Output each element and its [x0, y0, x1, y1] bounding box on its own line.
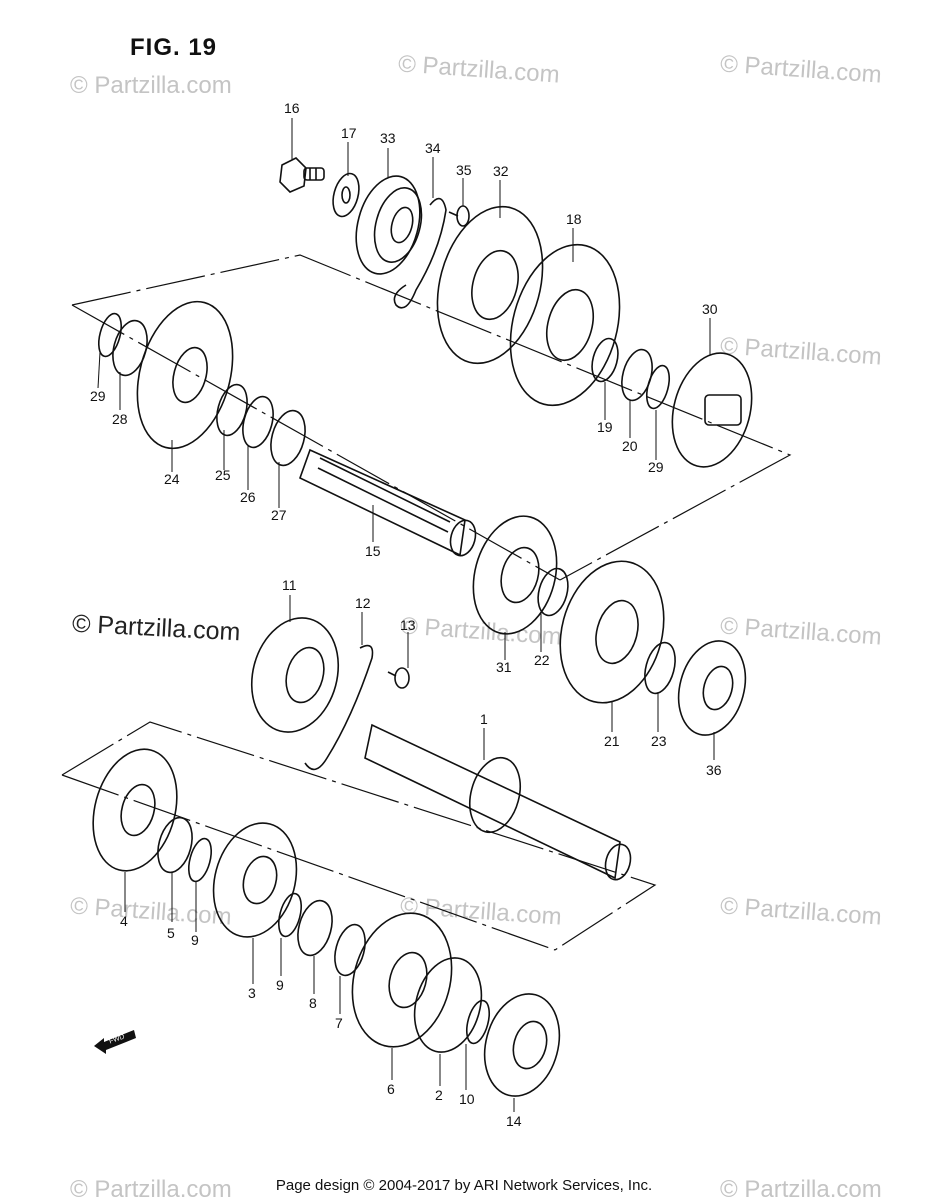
group-outline-lower: [61, 721, 657, 951]
callout-10: 10: [459, 1091, 475, 1107]
callout-6: 6: [387, 1081, 395, 1097]
part-gear-2: [413, 957, 483, 1053]
part-washer-8: [297, 899, 333, 957]
part-bushing-22: [537, 567, 569, 617]
part-gear-30: [671, 352, 753, 468]
group-outline-upper: [71, 254, 792, 581]
callout-13: 13: [400, 617, 416, 633]
part-circlip-29a: [97, 312, 123, 358]
part-bolt: [279, 157, 325, 193]
callout-9: 9: [276, 977, 284, 993]
callout-30: 30: [702, 301, 718, 317]
callout-18: 18: [566, 211, 582, 227]
part-countershaft: [299, 448, 477, 557]
group-outline-upper-edge: [71, 304, 561, 581]
part-gear-31: [472, 515, 558, 635]
leader-lines: [97, 118, 715, 1112]
part-bearing: [355, 175, 423, 275]
part-washer-23: [644, 641, 676, 695]
figure-title: FIG. 19: [130, 34, 218, 61]
part-bushing-7: [334, 923, 366, 977]
forward-arrow-icon: FWD: [92, 1026, 138, 1061]
callout-33: 33: [380, 130, 396, 146]
callout-4: 4: [120, 913, 128, 929]
callout-20: 20: [622, 438, 638, 454]
part-gear-32: [436, 205, 544, 365]
callout-22: 22: [534, 652, 550, 668]
part-bearing-14: [483, 993, 561, 1097]
part-gear-6: [351, 912, 453, 1048]
callout-14: 14: [506, 1113, 522, 1129]
callout-16: 16: [284, 100, 300, 116]
part-screw-13: [387, 667, 410, 689]
part-gear-18: [509, 243, 621, 407]
callout-9: 9: [191, 932, 199, 948]
part-circlip-29b: [645, 364, 671, 410]
part-washer: [332, 172, 360, 218]
watermark: © Partzilla.com: [70, 1176, 232, 1203]
part-screw: [448, 205, 470, 227]
callout-labels: 16 17 33 34 35 32 18 30 29 28 24 25 26 2…: [90, 100, 722, 1129]
part-gear-24: [136, 300, 234, 450]
part-bearing-36: [677, 640, 747, 736]
page-footer: Page design © 2004-2017 by ARI Network S…: [275, 1177, 653, 1194]
callout-12: 12: [355, 595, 371, 611]
callout-29: 29: [90, 388, 106, 404]
part-washer-26: [242, 395, 274, 449]
callout-21: 21: [604, 733, 620, 749]
callout-19: 19: [597, 419, 613, 435]
part-bearing-11: [250, 617, 340, 733]
part-circlip-9b: [277, 892, 303, 938]
part-washer-27: [270, 409, 306, 467]
part-gear-21: [559, 560, 665, 704]
callout-28: 28: [112, 411, 128, 427]
callout-26: 26: [240, 489, 256, 505]
callout-29: 29: [648, 459, 664, 475]
part-gear-4: [92, 748, 178, 872]
callout-31: 31: [496, 659, 512, 675]
callout-35: 35: [456, 162, 472, 178]
callout-2: 2: [435, 1087, 443, 1103]
callout-36: 36: [706, 762, 722, 778]
part-circlip-9a: [187, 837, 213, 883]
part-washer-5: [157, 816, 193, 874]
callout-1: 1: [480, 711, 488, 727]
callout-24: 24: [164, 471, 180, 487]
part-circlip-10: [465, 999, 491, 1045]
part-driveshaft: [364, 723, 632, 881]
part-bushing-19: [591, 337, 619, 383]
watermark: © Partzilla.com: [720, 1176, 882, 1203]
part-bushing-25: [216, 383, 248, 437]
callout-8: 8: [309, 995, 317, 1011]
callout-7: 7: [335, 1015, 343, 1031]
group-outline-lower-edge: [61, 774, 556, 951]
callout-34: 34: [425, 140, 441, 156]
callout-11: 11: [282, 577, 297, 593]
watermark: © Partzilla.com: [70, 72, 232, 99]
part-bearing-retainer: [393, 197, 447, 309]
part-gear-3: [212, 822, 298, 938]
callout-5: 5: [167, 925, 175, 941]
callout-15: 15: [365, 543, 381, 559]
callout-3: 3: [248, 985, 256, 1001]
callout-32: 32: [493, 163, 509, 179]
callout-17: 17: [341, 125, 357, 141]
callout-23: 23: [651, 733, 667, 749]
part-retainer-12: [304, 644, 374, 771]
callout-27: 27: [271, 507, 287, 523]
callout-25: 25: [215, 467, 231, 483]
